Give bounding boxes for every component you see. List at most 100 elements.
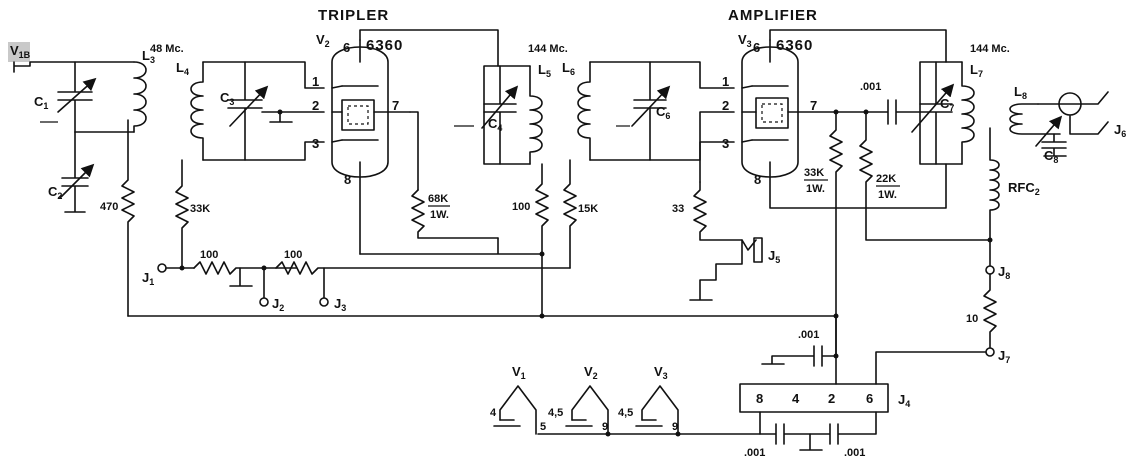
v2-heater: V2 4,5 9 [548, 364, 609, 435]
svg-text:L4: L4 [176, 60, 189, 77]
svg-text:V2: V2 [584, 364, 598, 381]
l7-inductor: L7 [961, 61, 983, 165]
svg-text:C3: C3 [220, 90, 234, 107]
svg-text:15K: 15K [578, 203, 598, 215]
c001-bypass-capacitor-c: .001 [809, 411, 877, 459]
svg-text:V3: V3 [738, 32, 752, 49]
svg-text:68K: 68K [428, 193, 448, 205]
j5-jack[interactable]: J5 [689, 237, 780, 301]
j2-jack[interactable]: J2 [259, 296, 284, 313]
junction-dot [261, 265, 267, 271]
c001-bypass-capacitor-a: .001 [761, 329, 837, 367]
svg-text:33K: 33K [190, 203, 210, 215]
j8-jack[interactable]: J8 [985, 264, 1010, 281]
amplifier-title: AMPLIFIER [728, 7, 818, 24]
j6-coax-connector[interactable]: J6 [1037, 91, 1126, 139]
svg-text:6: 6 [866, 391, 873, 406]
v3-screen-wire [769, 29, 947, 63]
svg-text:100: 100 [284, 249, 302, 261]
v1b-input-wire [13, 61, 135, 73]
svg-text:100: 100 [200, 249, 218, 261]
c6-variable-capacitor: C6 [616, 61, 670, 161]
c4-variable-capacitor: C4 [454, 65, 519, 165]
j4-connector[interactable]: 8 4 2 6 J4 [739, 383, 910, 413]
svg-text:3: 3 [312, 136, 319, 151]
j1-jack[interactable]: J1 [142, 263, 167, 287]
svg-text:9: 9 [672, 421, 678, 433]
svg-text:V3: V3 [654, 364, 668, 381]
v3-tube: 6 1 2 3 7 8 V3 6360 [722, 32, 947, 209]
svg-text:L6: L6 [562, 60, 575, 77]
junction-dot [179, 265, 185, 271]
svg-text:.001: .001 [860, 81, 881, 93]
svg-text:2: 2 [722, 98, 729, 113]
l3-inductor: L3 [133, 48, 155, 133]
svg-text:6360: 6360 [366, 37, 403, 54]
j3-jack[interactable]: J3 [319, 296, 346, 313]
c2-variable-capacitor: C2 [48, 131, 95, 213]
svg-text:4,5: 4,5 [618, 407, 633, 419]
r100-plate-resistor: 100 [512, 163, 549, 317]
svg-text:J7: J7 [998, 348, 1010, 365]
freq-48-label: 48 Mc. [150, 43, 184, 55]
freq-144-b-label: 144 Mc. [970, 43, 1010, 55]
supply-v1b-label: V1B [8, 42, 31, 62]
r22k-1w-resistor: 22K 1W. [859, 111, 991, 241]
svg-text:.001: .001 [844, 447, 865, 459]
svg-text:1W.: 1W. [878, 189, 897, 201]
svg-text:1W.: 1W. [430, 209, 449, 221]
c001-bypass-capacitor-b: .001 [744, 423, 823, 459]
svg-text:J2: J2 [272, 296, 284, 313]
tripler-plate-tank-wires [483, 65, 531, 165]
r10-resistor: 10 [966, 273, 997, 349]
junction-dot [605, 431, 611, 437]
l6-inductor: L6 [562, 60, 591, 161]
svg-text:33: 33 [672, 203, 684, 215]
svg-text:6: 6 [343, 40, 350, 55]
svg-text:5: 5 [540, 421, 546, 433]
l5-inductor: L5 [529, 62, 551, 165]
tripler-b-plus-wire [359, 237, 543, 255]
svg-text:470: 470 [100, 201, 118, 213]
svg-text:L7: L7 [970, 62, 983, 79]
svg-text:9: 9 [602, 421, 608, 433]
junction-dot [277, 109, 283, 115]
svg-text:22K: 22K [876, 173, 896, 185]
svg-text:V1B: V1B [10, 43, 31, 60]
tripler-cathode-ground-wire [261, 111, 325, 123]
l8-inductor: L8 [1009, 84, 1061, 135]
r470-resistor: 470 [100, 119, 135, 317]
j7-jack[interactable]: J7 [985, 347, 1010, 365]
r33k-1w-resistor: 33K 1W. [804, 111, 843, 357]
meter-ground [229, 267, 253, 287]
r33-resistor: 33 [672, 181, 743, 241]
svg-text:L3: L3 [142, 48, 155, 65]
c001-coupling-capacitor: .001 [835, 81, 921, 125]
svg-text:1W.: 1W. [806, 183, 825, 195]
svg-text:C7: C7 [940, 96, 954, 113]
v2-plate-wire [409, 111, 419, 191]
tripler-grid-tank-wires [202, 61, 325, 161]
rfc2-choke: RFC2 [989, 127, 1040, 267]
svg-text:J4: J4 [898, 392, 910, 409]
svg-text:L5: L5 [538, 62, 551, 79]
svg-text:8: 8 [754, 172, 761, 187]
svg-text:10: 10 [966, 313, 978, 325]
svg-text:2: 2 [828, 391, 835, 406]
svg-text:J6: J6 [1114, 122, 1126, 139]
junction-dot [833, 353, 839, 359]
junction-dot [987, 237, 993, 243]
l4-inductor: L4 [176, 60, 204, 161]
r100-meter-resistor-b: 100 [275, 249, 325, 275]
svg-text:J8: J8 [998, 264, 1010, 281]
v2-screen-wire [359, 29, 499, 67]
freq-144-a-label: 144 Mc. [528, 43, 568, 55]
svg-text:8: 8 [756, 391, 763, 406]
svg-text:C8: C8 [1044, 148, 1058, 165]
amp-cathode-wire [699, 111, 735, 183]
junction-dot [539, 251, 545, 257]
svg-text:C6: C6 [656, 104, 670, 121]
junction-dot [539, 313, 545, 319]
svg-text:V1: V1 [512, 364, 526, 381]
svg-text:6: 6 [753, 40, 760, 55]
